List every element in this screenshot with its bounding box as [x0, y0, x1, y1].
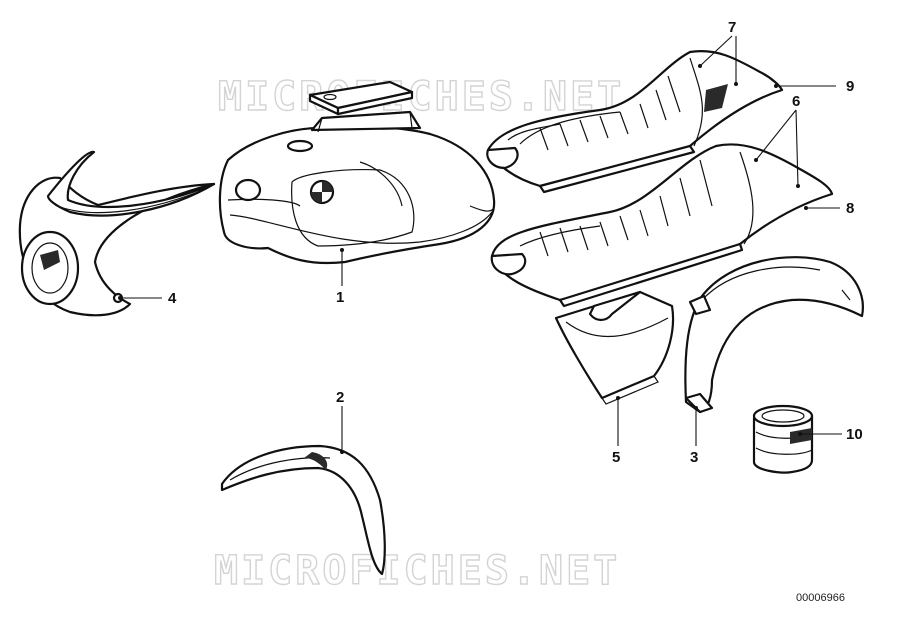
callout-3: 3: [690, 449, 698, 466]
callout-4: 4: [168, 290, 177, 307]
leader-lines: [118, 35, 842, 454]
callout-2: 2: [336, 389, 344, 406]
callout-10: 10: [846, 426, 863, 443]
part-10-paint-tin[interactable]: [752, 404, 814, 474]
callout-1: 1: [336, 289, 344, 306]
part-5-side-cover[interactable]: [554, 290, 675, 405]
watermark-bottom: MICROFICHES.NET: [214, 548, 620, 594]
part-7-upper-seat[interactable]: [486, 50, 784, 194]
callout-7: 7: [728, 19, 736, 36]
part-2-front-fender[interactable]: [220, 444, 386, 576]
callout-6: 6: [792, 93, 800, 110]
part-1-fuel-tank[interactable]: [218, 110, 496, 265]
callout-labels: 1 2 3 4 5 6 7 8 9 10: [168, 19, 863, 466]
part-3-rear-fender[interactable]: [684, 256, 864, 414]
watermark-top: MICROFICHES.NET: [218, 74, 624, 120]
callout-5: 5: [612, 449, 620, 466]
document-number: 00006966: [796, 592, 845, 604]
callout-8: 8: [846, 200, 854, 217]
callout-9: 9: [846, 78, 854, 95]
part-6-lower-seat[interactable]: [490, 143, 834, 308]
tank-top-cover[interactable]: [308, 80, 414, 116]
part-4-headlight-fairing[interactable]: [18, 150, 216, 317]
